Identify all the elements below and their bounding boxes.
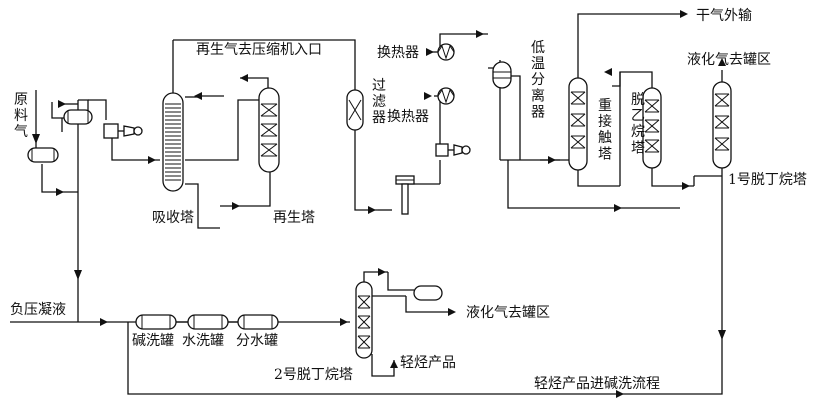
label-vacuum-condensate: 负压凝液 [10,302,66,318]
arrow [682,182,690,190]
regenerator-tower [258,87,280,173]
compressor [103,123,143,139]
arrow [548,156,556,164]
label-absorber: 吸收塔 [152,210,194,226]
label-heat-exchanger-1: 换热器 [377,44,419,61]
text-labels: 原料气 再生气去压缩机入口 过滤器 换热器 换热器 低温分离器 干气外输 重接触… [10,8,807,392]
arrow [194,92,202,100]
arrow [378,268,386,276]
label-low-temp-separator: 低温分离器 [531,40,545,120]
arrow [426,48,434,56]
label-dry-gas-export: 干气外输 [696,8,752,24]
arrow-lpg-1 [718,58,726,66]
arrow-feed-gas [32,134,40,144]
low-temp-separator [492,61,512,89]
arrow [390,360,398,368]
expander [435,143,471,157]
label-feed-gas: 原料气 [14,92,28,140]
debutanizer-2-tower [355,281,373,359]
label-lpg-to-tank-2: 液化气去罐区 [466,305,550,321]
arrow [56,188,64,196]
arrow [424,92,432,100]
arrow [476,30,484,38]
label-regen-gas: 再生气去压缩机入口 [196,42,322,58]
deethanizer-tower [642,87,662,169]
flow-arrows [32,10,726,398]
heat-exchanger-2 [437,87,455,105]
arrow-lpg-2 [448,308,456,316]
arrow [368,206,376,214]
caustic-wash-tank [135,314,177,330]
arrow [340,318,348,326]
arrow [604,68,612,76]
label-lpg-to-tank-1: 液化气去罐区 [687,52,771,68]
label-deethanizer: 脱乙烷塔 [631,92,645,156]
heavy-contact-tower [568,77,588,171]
arrow-condensate [100,318,108,326]
arrow [718,330,726,340]
label-debutanizer-1: 1号脱丁烷塔 [728,172,807,188]
heat-exchanger-1 [437,43,455,61]
arrow [232,202,240,210]
arrow [616,390,624,398]
arrow [614,204,622,212]
arrow [58,100,66,108]
filter-vessel [346,89,364,131]
feed-separator [27,147,59,163]
label-water-wash-tank: 水洗罐 [182,333,224,349]
heater-drum [395,175,415,215]
debutanizer-1-tower [712,81,732,169]
label-light-hc-product: 轻烃产品 [400,355,456,371]
label-water-separator-tank: 分水罐 [236,333,278,349]
label-heat-exchanger-2: 换热器 [387,108,429,125]
label-caustic-wash-tank: 碱洗罐 [132,333,174,349]
reflux-drum [413,285,443,301]
arrow-dry-gas [680,10,688,18]
label-light-hc-to-caustic: 轻烃产品进碱洗流程 [534,376,660,392]
label-regenerator: 再生塔 [273,210,315,226]
arrow [74,270,82,280]
label-heavy-contact-tower: 重接触塔 [598,98,612,162]
label-filter: 过滤器 [372,78,386,126]
label-debutanizer-2: 2号脱丁烷塔 [274,367,353,383]
absorber-tower [162,92,184,192]
arrow [148,156,156,164]
arrow [240,74,248,82]
inlet-vessel [63,109,93,125]
water-separator-tank [237,314,279,330]
water-wash-tank [187,314,229,330]
